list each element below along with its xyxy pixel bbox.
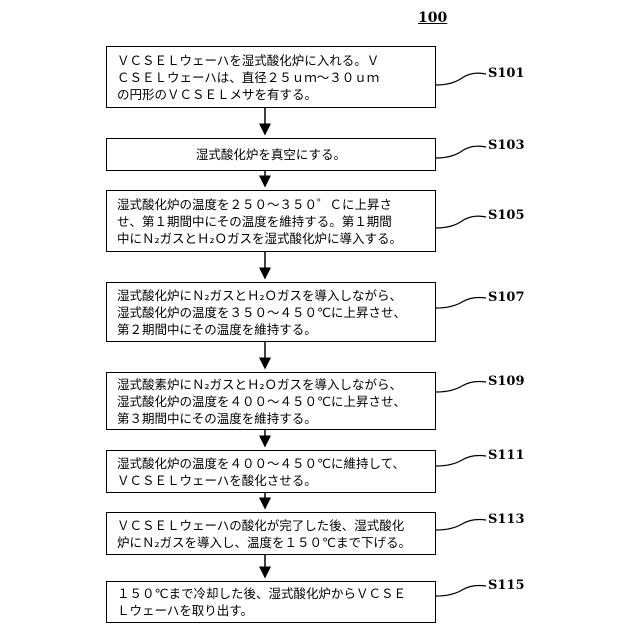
step-label-s101: S101 bbox=[488, 66, 525, 81]
step-text-s111: 湿式酸化炉の温度を４００～４５０℃に維持して、 ＶＣＳＥＬウェーハを酸化させる。 bbox=[117, 455, 405, 489]
leader-s109 bbox=[436, 382, 486, 393]
leader-s105 bbox=[436, 216, 486, 228]
step-box-s107: 湿式酸化炉にＮ₂ガスとＨ₂Ｏガスを導入しながら、 湿式酸化炉の温度を３５０～４５… bbox=[106, 282, 436, 342]
step-box-s111: 湿式酸化炉の温度を４００～４５０℃に維持して、 ＶＣＳＥＬウェーハを酸化させる。 bbox=[106, 450, 436, 493]
step-text-s113: ＶＣＳＥＬウェーハの酸化が完了した後、湿式酸化 炉にＮ₂ガスを導入し、温度を１５… bbox=[117, 517, 411, 551]
step-label-s113: S113 bbox=[488, 512, 525, 527]
step-label-s105: S105 bbox=[488, 208, 525, 223]
step-text-s103: 湿式酸化炉を真空にする。 bbox=[196, 146, 346, 163]
step-box-s105: 湿式酸化炉の温度を２５０～３５０゜Ｃに上昇さ せ、第１期間中にその温度を維持する… bbox=[106, 190, 436, 252]
step-box-s113: ＶＣＳＥＬウェーハの酸化が完了した後、湿式酸化 炉にＮ₂ガスを導入し、温度を１５… bbox=[106, 512, 436, 555]
step-box-s103: 湿式酸化炉を真空にする。 bbox=[106, 138, 436, 171]
figure-number: 100 bbox=[418, 10, 447, 26]
leader-s101 bbox=[436, 73, 486, 85]
step-box-s101: ＶＣＳＥＬウェーハを湿式酸化炉に入れる。Ｖ ＣＳＥＬウェーハは、直径２５ｕｍ～３… bbox=[106, 46, 436, 108]
step-box-s109: 湿式酸素炉にＮ₂ガスとＨ₂Ｏガスを導入しながら、 湿式酸化炉の温度を４００～４５… bbox=[106, 372, 436, 430]
step-text-s109: 湿式酸素炉にＮ₂ガスとＨ₂Ｏガスを導入しながら、 湿式酸化炉の温度を４００～４５… bbox=[117, 376, 406, 427]
step-text-s115: １５０℃まで冷却した後、湿式酸化炉からＶＣＳＥ Ｌウェーハを取り出す。 bbox=[117, 585, 406, 619]
step-text-s105: 湿式酸化炉の温度を２５０～３５０゜Ｃに上昇さ せ、第１期間中にその温度を維持する… bbox=[117, 196, 402, 247]
leader-s113 bbox=[436, 520, 486, 531]
leader-s107 bbox=[436, 298, 486, 309]
step-text-s107: 湿式酸化炉にＮ₂ガスとＨ₂Ｏガスを導入しながら、 湿式酸化炉の温度を３５０～４５… bbox=[117, 287, 406, 338]
step-label-s115: S115 bbox=[488, 578, 525, 593]
step-label-s109: S109 bbox=[488, 374, 525, 389]
leader-s115 bbox=[436, 586, 486, 597]
step-label-s111: S111 bbox=[488, 448, 525, 463]
leader-s103 bbox=[436, 146, 486, 158]
step-text-s101: ＶＣＳＥＬウェーハを湿式酸化炉に入れる。Ｖ ＣＳＥＬウェーハは、直径２５ｕｍ～３… bbox=[117, 52, 379, 103]
step-box-s115: １５０℃まで冷却した後、湿式酸化炉からＶＣＳＥ Ｌウェーハを取り出す。 bbox=[106, 581, 436, 623]
step-label-s107: S107 bbox=[488, 290, 525, 305]
step-label-s103: S103 bbox=[488, 138, 525, 153]
leader-s111 bbox=[436, 456, 486, 467]
